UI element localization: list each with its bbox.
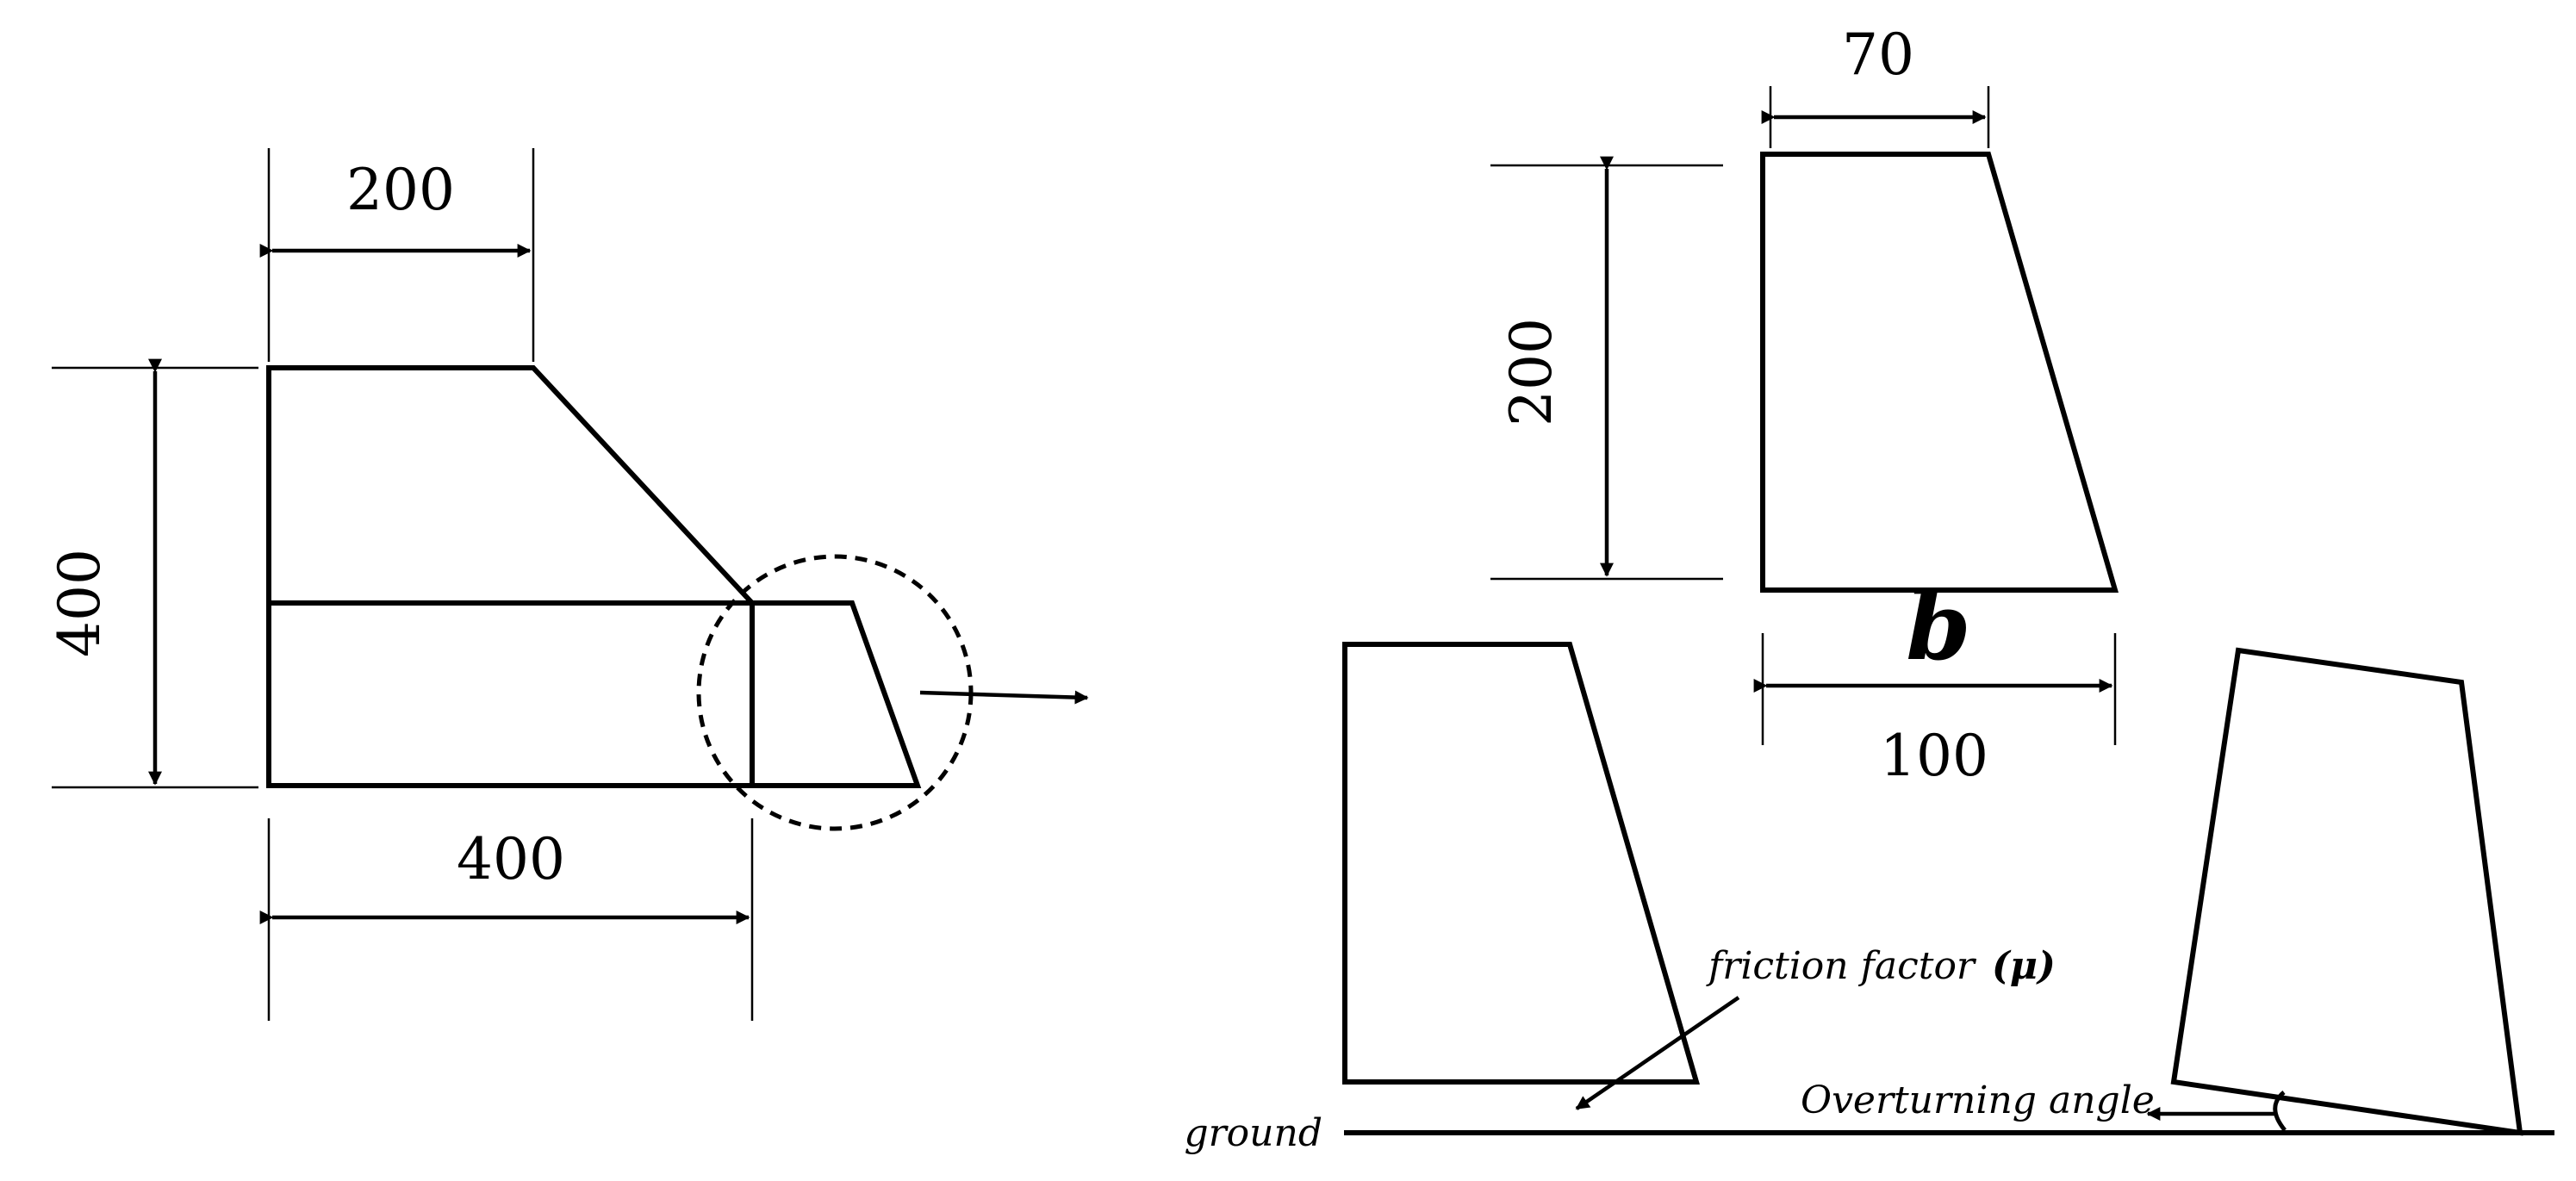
overturning-label: Overturning angle [1801, 1078, 2155, 1122]
left-figure: 200 400 400 [47, 148, 1089, 1021]
left-detail-block [750, 600, 922, 788]
dim-100-label: 100 [1880, 723, 1988, 789]
dim-bottom-width-label: 400 [457, 826, 565, 892]
dim-200-label: 200 [1498, 318, 1565, 426]
friction-label-symbol: (μ) [1992, 944, 2056, 988]
ground-label: ground [1184, 1111, 1322, 1155]
friction-arrow [1575, 996, 1740, 1110]
right-dimensioned-block [1760, 152, 2119, 593]
dim-70-label: 70 [1842, 22, 1914, 88]
friction-label-text: friction factor [1706, 944, 1977, 988]
dim-top-width-label: 200 [346, 157, 455, 223]
dim-base-variable: b [1906, 573, 1971, 681]
friction-block [1342, 642, 1700, 1085]
right-figure: 70 200 b 100 ground friction factor (μ) … [1184, 22, 2554, 1155]
friction-label: friction factor (μ) [1706, 944, 2056, 988]
tipped-block [2170, 647, 2523, 1136]
left-main-body [266, 365, 755, 788]
dim-height-label: 400 [47, 549, 113, 657]
detail-arrow [919, 690, 1089, 705]
overturning-angle-arc [2273, 1091, 2287, 1132]
